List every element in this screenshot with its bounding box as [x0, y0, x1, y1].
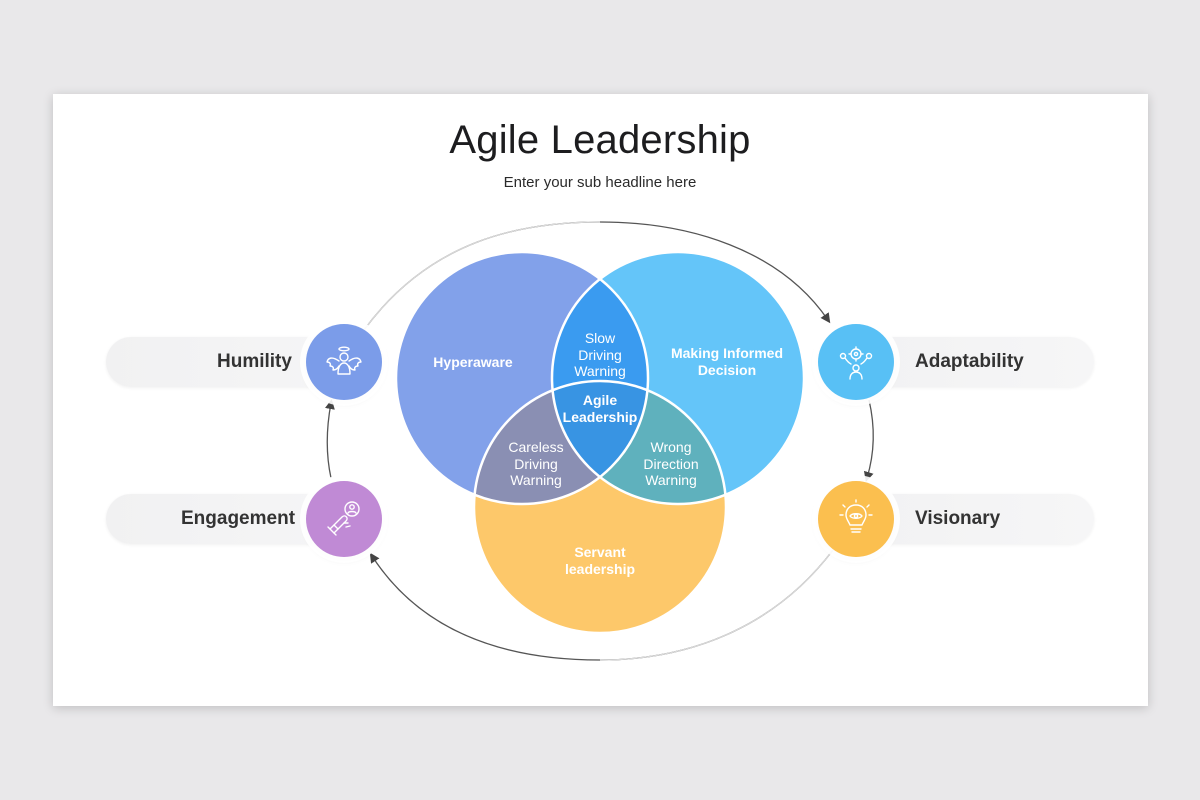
label-visionary: Visionary [915, 508, 1001, 529]
person-gears-icon [839, 346, 873, 380]
label-hyperaware: Hyperaware [433, 354, 513, 370]
magnet-person-icon [327, 501, 360, 536]
lightbulb-eye-icon [839, 499, 873, 533]
label-humility: Humility [217, 351, 292, 372]
label-wrong: Wrong Direction Warning [643, 439, 699, 488]
label-careless: Careless Driving Warning [508, 439, 564, 488]
angel-icon [326, 346, 362, 375]
badge-visionary [818, 481, 894, 557]
cycle-arc-right [863, 399, 875, 482]
overlap-careless [474, 381, 648, 504]
label-engagement: Engagement [181, 508, 296, 529]
page-title: Agile Leadership [449, 118, 751, 162]
badge-humility [306, 324, 382, 400]
cycle-arc-left [324, 399, 335, 479]
label-informed: Making Informed Decision [670, 345, 783, 378]
badge-engagement [306, 481, 382, 557]
overlap-wrong [552, 381, 726, 504]
label-center: Agile Leadership [562, 392, 638, 425]
label-adaptability: Adaptability [915, 351, 1024, 372]
badge-adaptability [818, 324, 894, 400]
page-subtitle: Enter your sub headline here [503, 174, 697, 191]
label-slow: Slow Driving Warning [574, 330, 626, 379]
label-servant: Servant leadership [564, 544, 636, 577]
